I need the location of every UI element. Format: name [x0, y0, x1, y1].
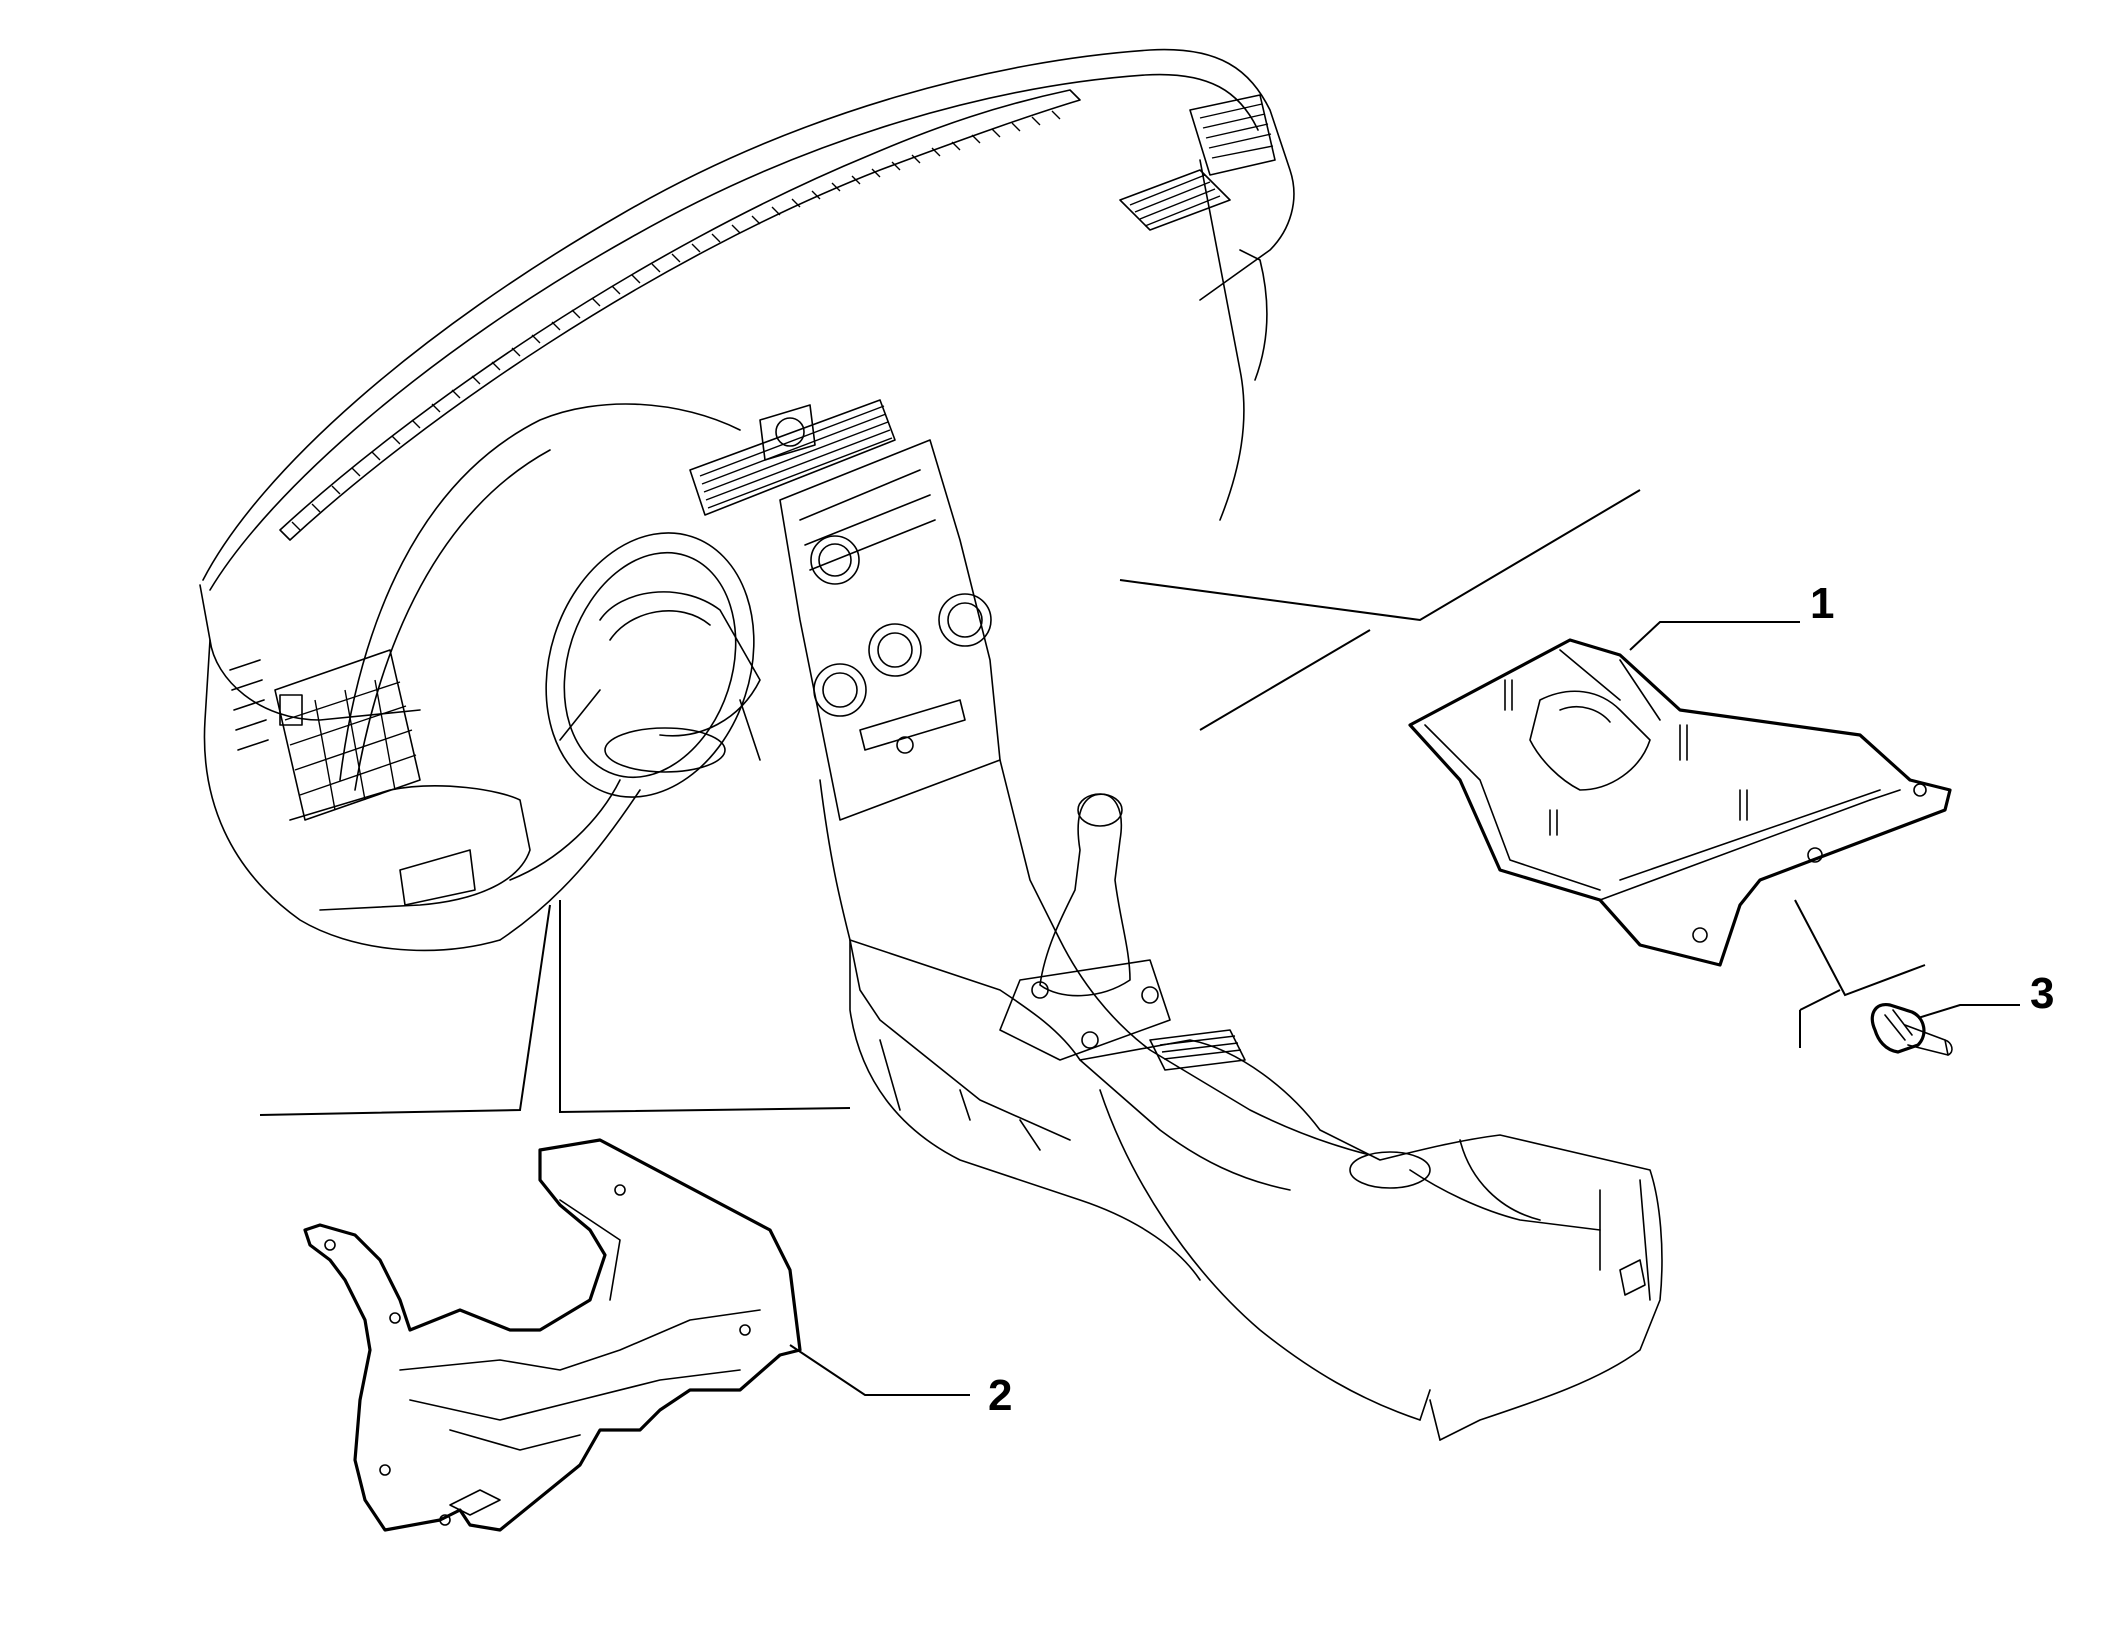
right-air-vent [1119, 94, 1276, 231]
dashboard-assembly [199, 48, 1295, 952]
callout-3-label: 3 [2030, 969, 2054, 1018]
fastener-clip [1870, 1003, 1953, 1056]
left-air-vent [229, 649, 421, 821]
callout-1: 1 [1629, 579, 1834, 651]
right-floor-panel [1408, 638, 1952, 967]
callout-2: 2 [789, 1344, 1012, 1420]
callout-3: 3 [1917, 969, 2054, 1019]
center-air-vent [689, 399, 896, 516]
callout-1-label: 1 [1810, 579, 1834, 628]
left-floor-panel [303, 1138, 802, 1532]
floor-console [819, 759, 1663, 1441]
center-console-stack [779, 439, 1001, 821]
assembly-lines [259, 489, 1926, 1116]
defroster-vent [279, 89, 1081, 541]
gear-shift [999, 793, 1171, 1061]
steering-wheel [509, 532, 761, 881]
callout-2-label: 2 [988, 1371, 1012, 1420]
